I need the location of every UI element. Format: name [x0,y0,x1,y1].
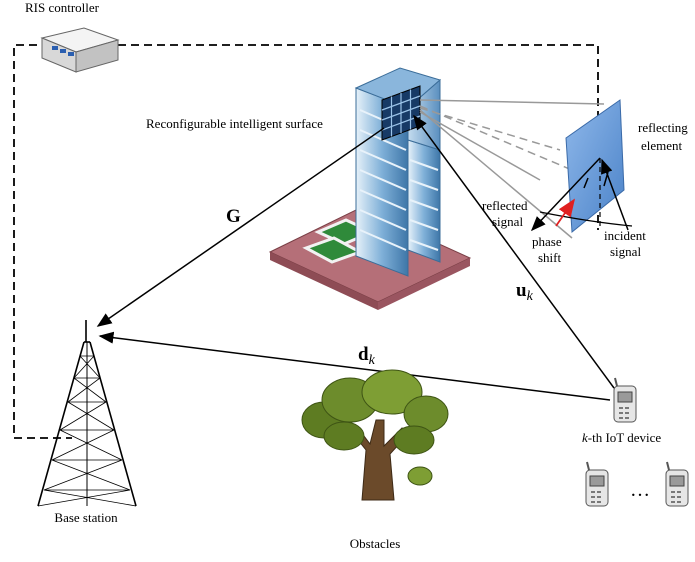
reflecting-element [565,99,625,233]
incident-arrow [601,158,629,231]
reflected-signal-label: signal [492,214,523,229]
ris-label: Reconfigurable intelligent surface [146,116,323,131]
phase-shift-arrow [555,198,576,227]
ris-grid [381,85,421,141]
angle-mark [583,171,609,189]
ris-controller-label: RIS controller [25,0,100,15]
more-devices-ellipsis: … [630,479,650,501]
iot-device-icon [585,461,609,507]
obstacles-label: Obstacles [350,536,401,551]
ris-controller-icon [40,27,120,73]
reflecting-element-label: reflecting [638,120,688,135]
incident-signal-label: incident [604,228,646,243]
reflecting-element-label: element [641,138,683,153]
channel-d-label: dk [358,344,376,368]
channel-u-label: uk [516,280,534,304]
angle-arc [539,211,633,227]
channel-g-arrow [96,127,385,327]
kth-device-label: k-th IoT device [582,430,661,445]
incident-signal-label: signal [610,244,641,259]
base-station-label: Base station [54,510,118,525]
kth-iot-device-icon [613,377,637,423]
tree-icon [301,369,449,501]
channel-g-label: G [226,206,241,227]
reflected-signal-label: reflected [482,198,528,213]
base-station-tower-icon [37,320,137,507]
channel-u-arrow [413,114,615,389]
iot-device-icon [665,461,689,507]
reflected-arrow [530,157,601,232]
reflection-beam [419,99,605,239]
phase-shift-label: shift [538,250,562,265]
channel-d-arrow [98,331,611,401]
phase-shift-label: phase [532,234,562,249]
